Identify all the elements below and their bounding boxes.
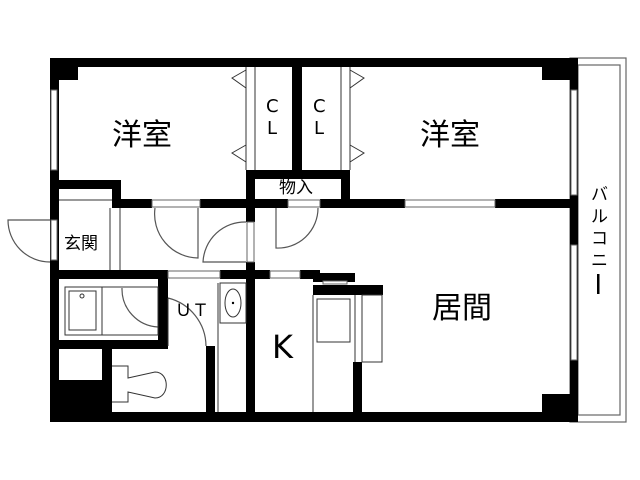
label-entrance: 玄関 bbox=[64, 234, 98, 254]
balcony-char: ニ bbox=[591, 251, 608, 271]
balcony-char: コ bbox=[591, 229, 608, 249]
label-western-room-left: 洋室 bbox=[112, 118, 172, 153]
label-storage: 物入 bbox=[279, 178, 313, 198]
swing-doors bbox=[7, 199, 319, 347]
label-balcony: バ ル コ ニ bbox=[591, 185, 608, 294]
label-closet-left-c: C bbox=[266, 96, 279, 117]
label-closet-right-c: C bbox=[313, 96, 326, 117]
openings bbox=[151, 199, 496, 279]
toilet bbox=[112, 365, 167, 403]
bathtub bbox=[64, 286, 159, 336]
balcony-char: ル bbox=[591, 207, 608, 227]
balcony-char-dash bbox=[597, 274, 600, 294]
label-living-room: 居間 bbox=[432, 291, 492, 326]
label-closet-left-l: L bbox=[267, 118, 277, 139]
label-kitchen: K bbox=[272, 328, 294, 366]
washbasin bbox=[217, 282, 247, 412]
label-utility: ＵＴ bbox=[175, 301, 209, 321]
label-western-room-right: 洋室 bbox=[420, 118, 480, 153]
interior-walls bbox=[50, 67, 575, 422]
balcony-char: バ bbox=[591, 185, 608, 205]
kitchen-fixtures bbox=[312, 280, 383, 412]
closet-doors bbox=[231, 67, 365, 170]
label-closet-right-l: L bbox=[314, 118, 324, 139]
windows bbox=[50, 89, 578, 361]
